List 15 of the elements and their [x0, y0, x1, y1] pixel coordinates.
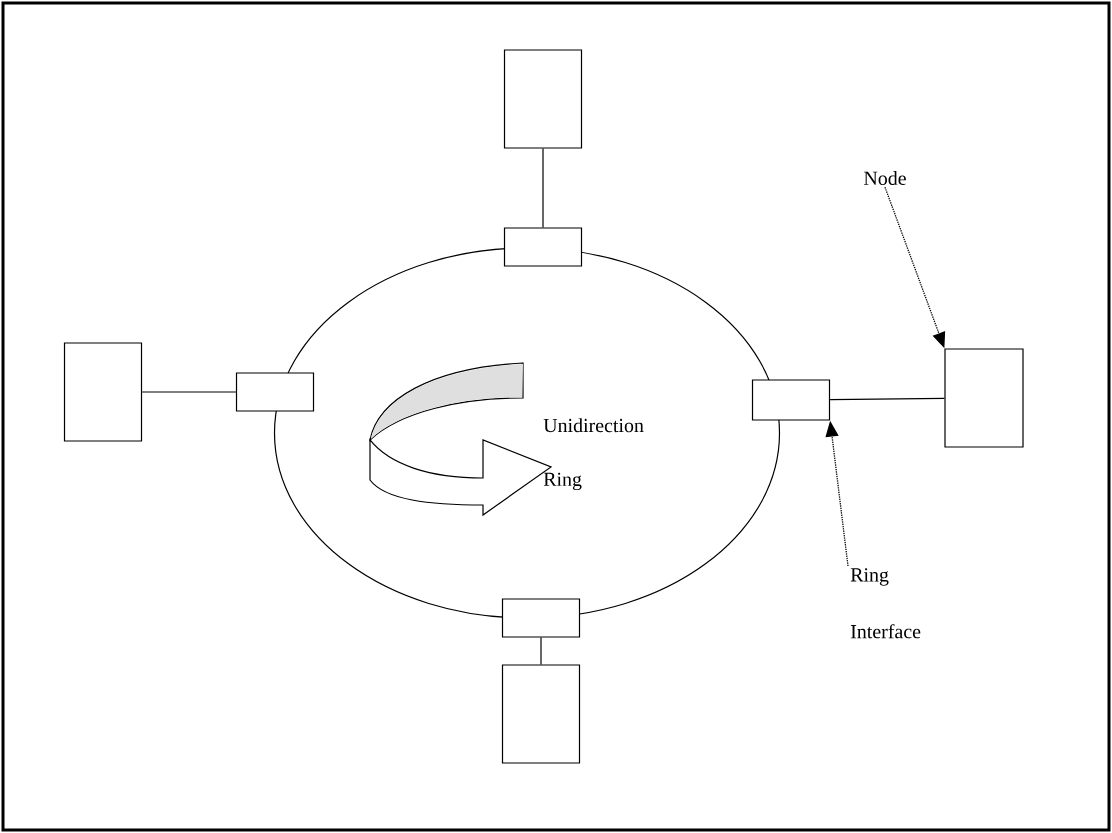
callout-label: Node: [864, 171, 906, 185]
node-box: [503, 49, 583, 149]
connector-line: [542, 148, 544, 228]
connector-line: [540, 637, 542, 665]
ring-label: Unidirection Ring: [543, 418, 644, 491]
interface-box: [751, 379, 831, 421]
interface-box: [501, 598, 581, 638]
node-box: [501, 664, 581, 764]
node-box: [944, 348, 1024, 448]
interface-box: [235, 372, 315, 412]
connector-line: [141, 391, 237, 393]
callout-label: Ring Interface: [850, 568, 921, 639]
connector-line: [829, 397, 945, 401]
node-box: [63, 342, 143, 442]
interface-box: [503, 227, 583, 267]
